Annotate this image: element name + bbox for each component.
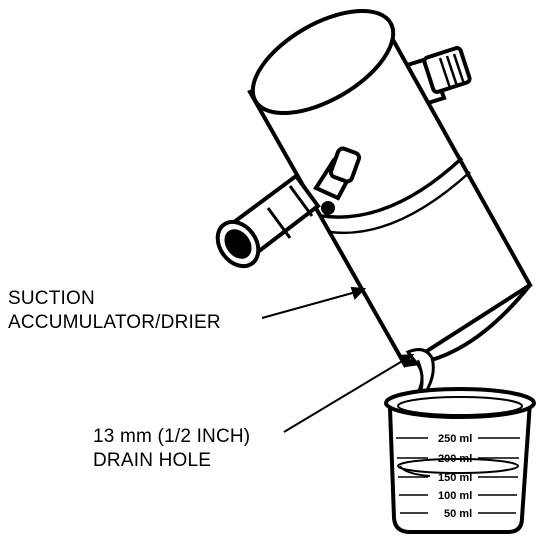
band-seam	[321, 156, 464, 219]
label-drain-hole: DRAIN HOLE	[93, 450, 211, 471]
scale-50: 50 ml	[444, 508, 472, 520]
label-accumulator-drier: ACCUMULATOR/DRIER	[8, 312, 221, 333]
measuring-beaker	[384, 387, 536, 534]
label-drain-size: 13 mm (1/2 INCH)	[93, 426, 250, 447]
scale-250: 250 ml	[438, 433, 472, 445]
leader-accumulator	[261, 286, 367, 319]
accumulator-drier	[215, 8, 533, 368]
top-cap	[250, 8, 396, 116]
service-valve	[313, 146, 362, 215]
label-suction: SUCTION	[8, 288, 95, 309]
inlet-pipe	[215, 173, 321, 269]
scale-200: 200 ml	[438, 453, 472, 465]
scale-150: 150 ml	[438, 472, 472, 484]
leader-drain-hole	[283, 353, 415, 433]
scale-100: 100 ml	[438, 490, 472, 502]
